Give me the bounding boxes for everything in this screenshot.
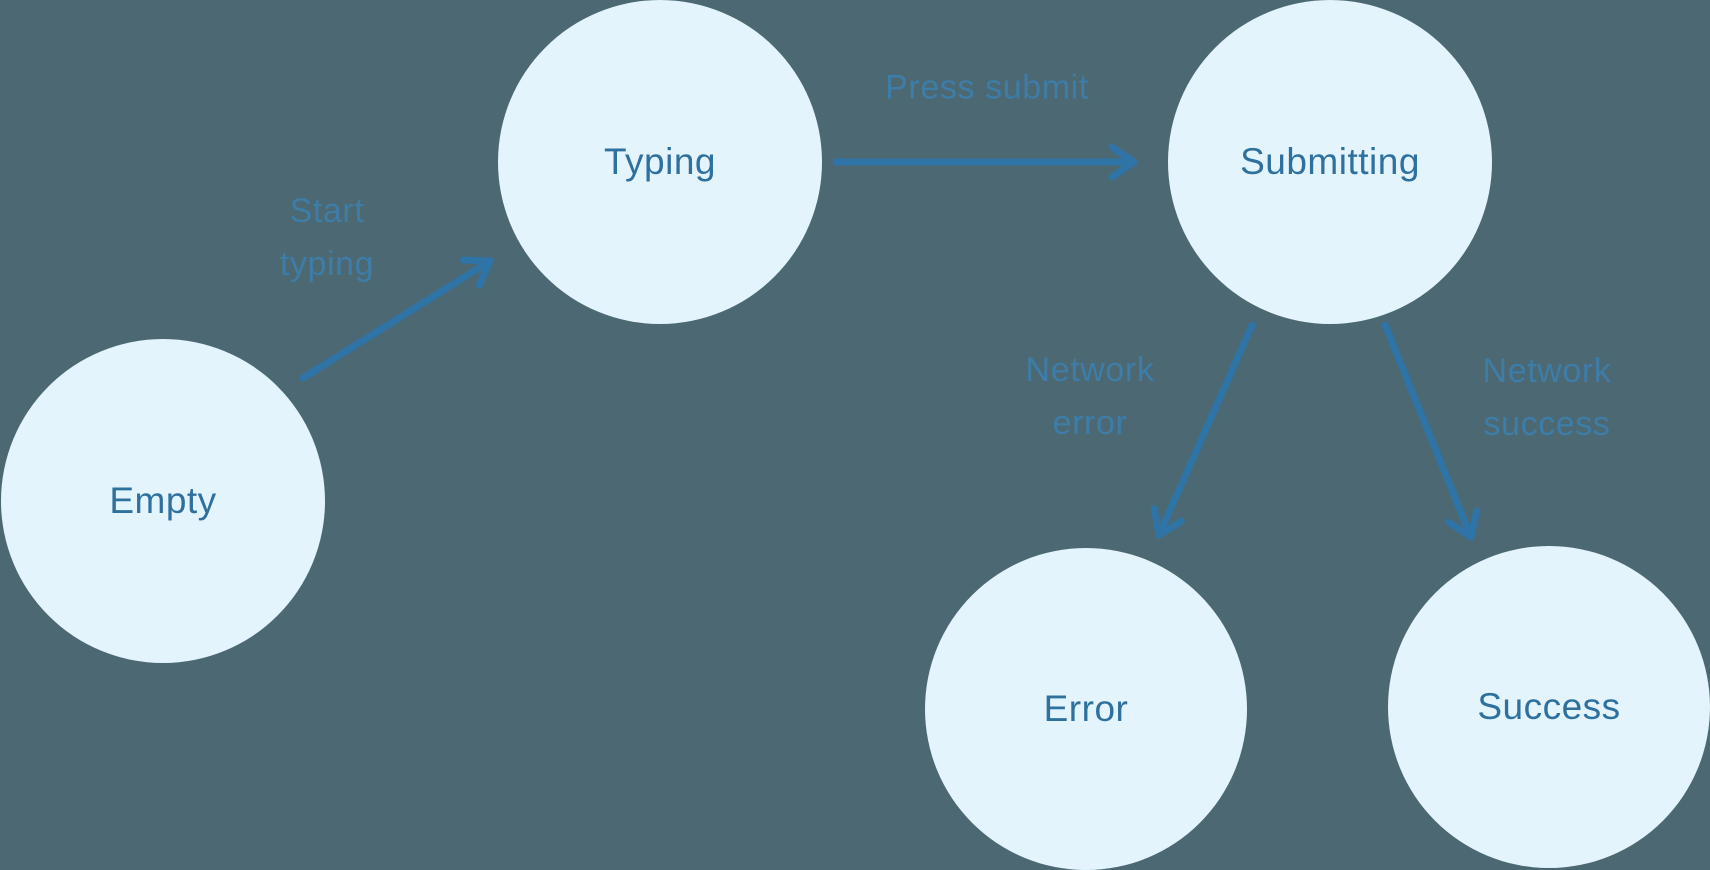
state-node-success: Success xyxy=(1388,546,1710,868)
transition-label-line: typing xyxy=(279,245,375,283)
state-label-empty: Empty xyxy=(109,480,217,521)
transition-label-line: error xyxy=(1052,404,1128,442)
transition-label-line: Network xyxy=(1025,351,1155,389)
transition-label-network-error: Network error xyxy=(1026,344,1155,450)
transition-label-start-typing: Start typing xyxy=(280,185,374,291)
state-label-typing: Typing xyxy=(603,141,716,182)
state-label-submitting: Submitting xyxy=(1240,141,1420,182)
state-node-error: Error xyxy=(925,548,1247,870)
transition-label-line: Network xyxy=(1482,352,1612,390)
state-node-submitting: Submitting xyxy=(1168,0,1492,324)
transition-arrow-network-success xyxy=(1381,321,1481,541)
state-label-success: Success xyxy=(1477,686,1621,727)
transition-label-network-success: Network success xyxy=(1483,345,1612,451)
transition-label-line: Start xyxy=(289,192,365,230)
state-node-empty: Empty xyxy=(1,339,325,663)
transition-arrow-network-error xyxy=(1150,321,1256,539)
state-label-error: Error xyxy=(1043,688,1129,729)
transition-label-line: Press submit xyxy=(885,68,1089,107)
transition-label-line: success xyxy=(1483,405,1611,443)
transition-label-press-submit: Press submit xyxy=(885,62,1089,115)
transition-arrow-start-typing xyxy=(299,256,494,382)
state-node-typing: Typing xyxy=(498,0,822,324)
